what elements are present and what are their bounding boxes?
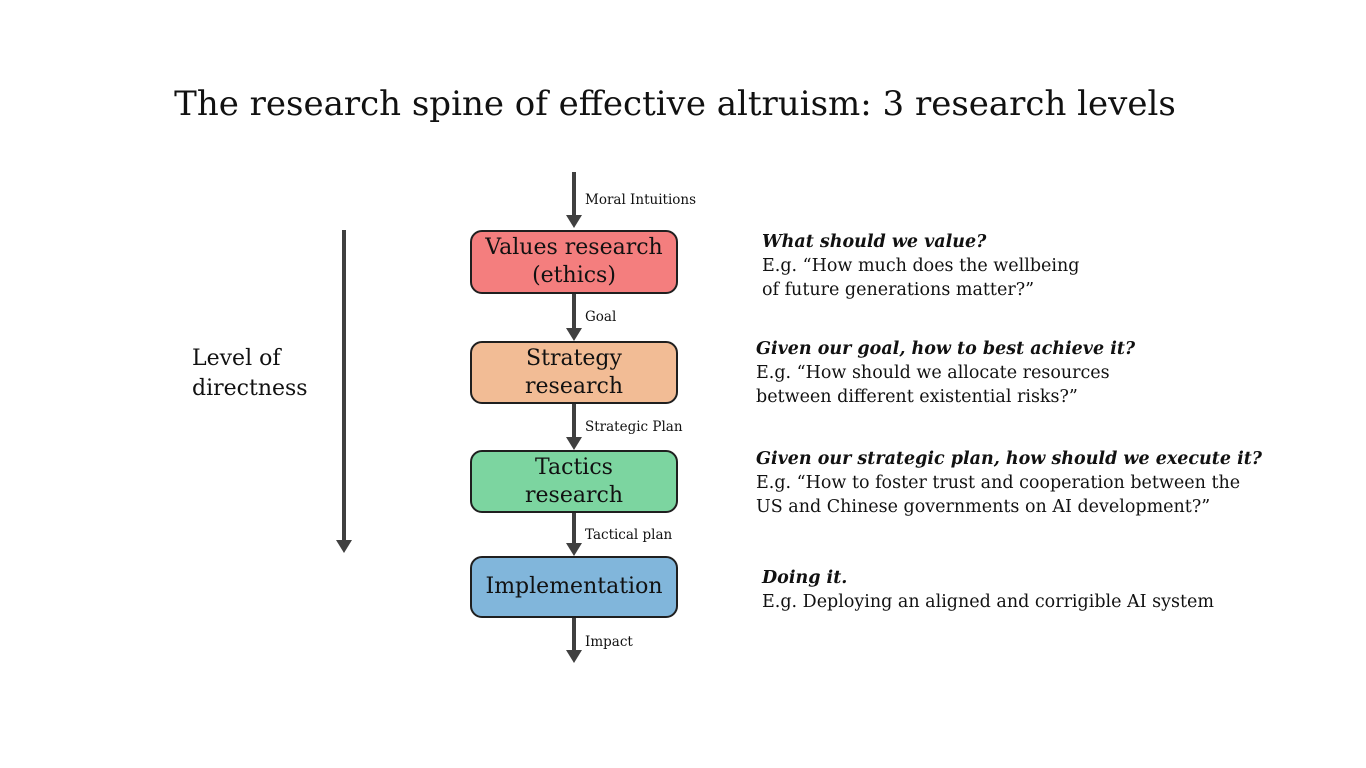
node-implementation: Implementation [470,556,678,618]
arrow-impact [566,618,582,663]
arrow-shaft [572,404,576,437]
arrow-label-strategic-plan: Strategic Plan [585,419,683,435]
node-strategy-research: Strategy research [470,341,678,404]
node-values-research: Values research (ethics) [470,230,678,294]
arrow-head-icon [566,328,582,341]
arrow-strategic-plan [566,404,582,450]
arrow-shaft [572,618,576,650]
annotation-strategy-question: Given our goal, how to best achieve it? [756,339,1136,359]
arrow-head-icon [566,437,582,450]
node-tactics-research-label: Tactics research [525,454,623,508]
annotation-implementation: Doing it. E.g. Deploying an aligned and … [762,566,1214,614]
annotation-strategy-example: E.g. “How should we allocate resources b… [756,363,1110,407]
annotation-values: What should we value? E.g. “How much doe… [762,230,1079,302]
arrow-label-tactical-plan: Tactical plan [585,527,673,543]
slide-title: The research spine of effective altruism… [174,84,1176,124]
arrow-shaft [572,172,576,215]
arrow-tactical-plan [566,513,582,556]
annotation-strategy: Given our goal, how to best achieve it? … [756,337,1135,409]
arrow-shaft [572,294,576,328]
arrow-label-moral-intuitions: Moral Intuitions [585,192,697,208]
arrow-head-icon [566,215,582,228]
annotation-values-question: What should we value? [762,232,987,252]
annotation-tactics-question: Given our strategic plan, how should we … [756,449,1263,469]
arrow-label-goal: Goal [585,309,617,325]
directness-axis-label: Level of directness [192,346,308,401]
annotation-implementation-example: E.g. Deploying an aligned and corrigible… [762,592,1214,612]
annotation-implementation-question: Doing it. [762,568,848,588]
directness-axis-arrow [336,230,352,553]
arrow-goal [566,294,582,341]
arrow-shaft [572,513,576,543]
annotation-tactics-example: E.g. “How to foster trust and cooperatio… [756,473,1241,517]
node-tactics-research: Tactics research [470,450,678,513]
arrow-head-icon [336,540,352,553]
node-strategy-research-label: Strategy research [525,345,623,399]
annotation-tactics: Given our strategic plan, how should we … [756,447,1262,519]
arrow-shaft [342,230,346,540]
arrow-moral-intuitions [566,172,582,228]
annotation-values-example: E.g. “How much does the wellbeing of fut… [762,256,1080,300]
node-implementation-label: Implementation [485,574,663,599]
node-values-research-label: Values research (ethics) [485,235,663,288]
arrow-head-icon [566,650,582,663]
arrow-label-impact: Impact [585,634,633,650]
arrow-head-icon [566,543,582,556]
